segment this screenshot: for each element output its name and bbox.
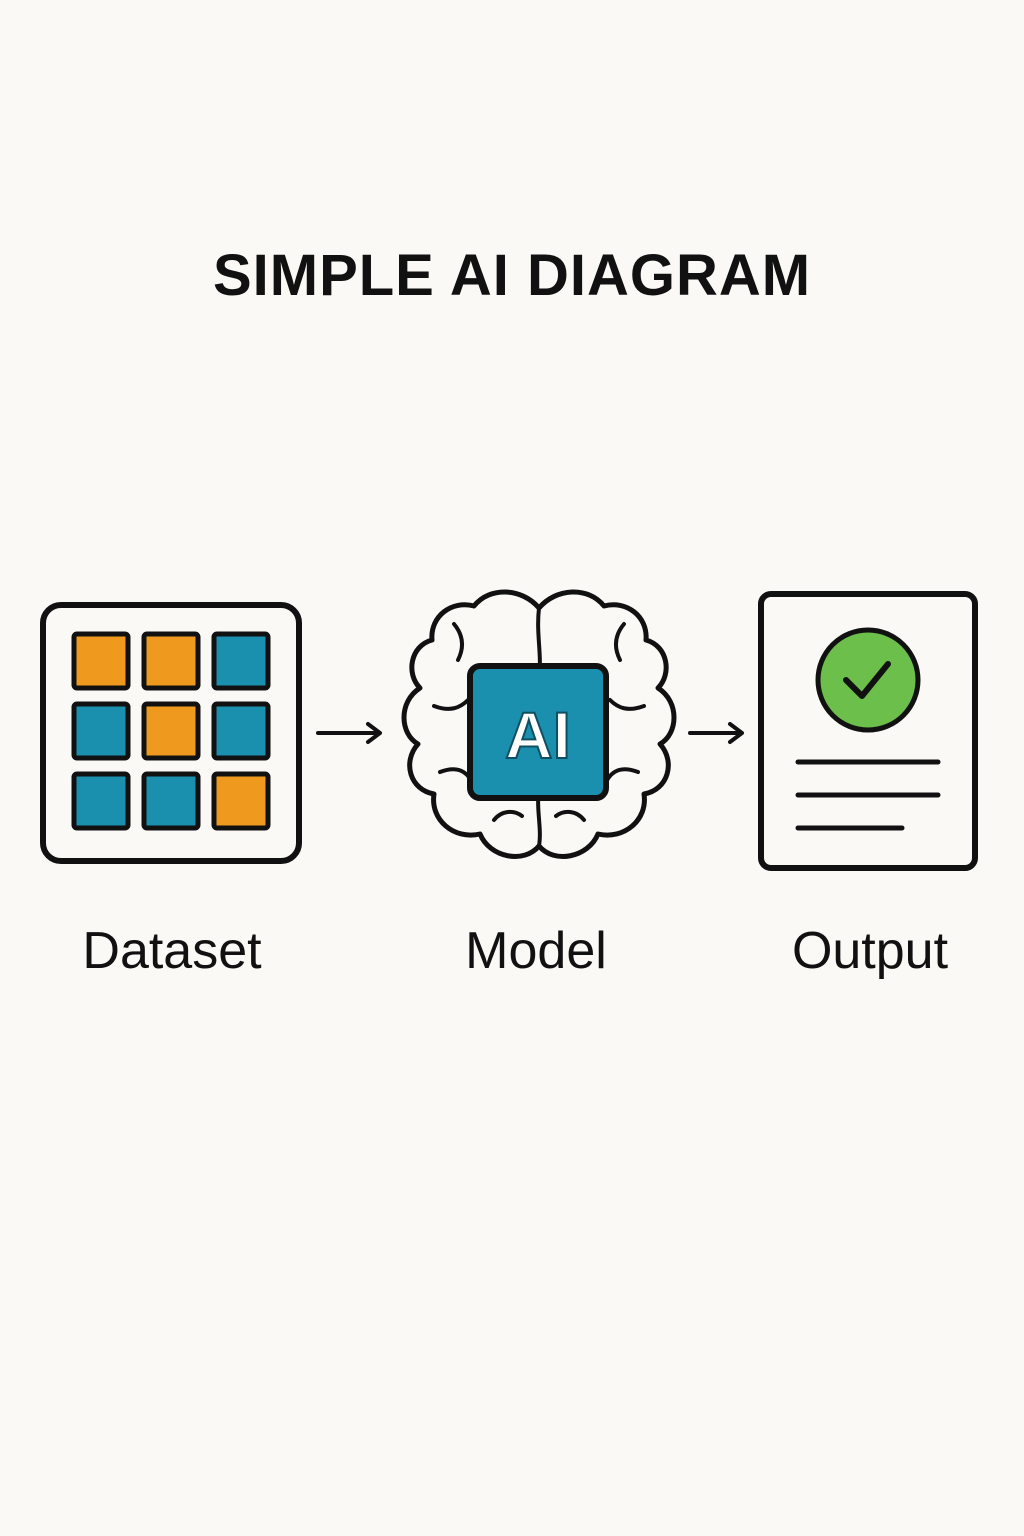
dataset-cell — [141, 701, 201, 761]
dataset-cell — [71, 701, 131, 761]
dataset-cell — [71, 771, 131, 831]
document-check-icon — [758, 591, 978, 871]
diagram-title: SIMPLE AI DIAGRAM — [212, 243, 812, 308]
data-grid-icon — [40, 602, 302, 864]
ai-chip-label: AI — [505, 698, 571, 772]
check-circle-icon — [815, 627, 921, 733]
dataset-cell — [211, 701, 271, 761]
node-label-model: Model — [465, 922, 607, 980]
dataset-grid — [71, 631, 271, 831]
arrow-right-icon — [316, 722, 382, 744]
ai-chip: AI — [467, 663, 609, 801]
node-label-dataset: Dataset — [82, 922, 262, 980]
dataset-cell — [71, 631, 131, 691]
node-label-output: Output — [791, 922, 949, 980]
dataset-cell — [141, 631, 201, 691]
document-text-lines — [795, 759, 941, 831]
dataset-cell — [211, 771, 271, 831]
arrow-right-icon — [688, 722, 744, 744]
brain-chip-icon: AI — [401, 589, 677, 859]
dataset-cell — [141, 771, 201, 831]
dataset-cell — [211, 631, 271, 691]
